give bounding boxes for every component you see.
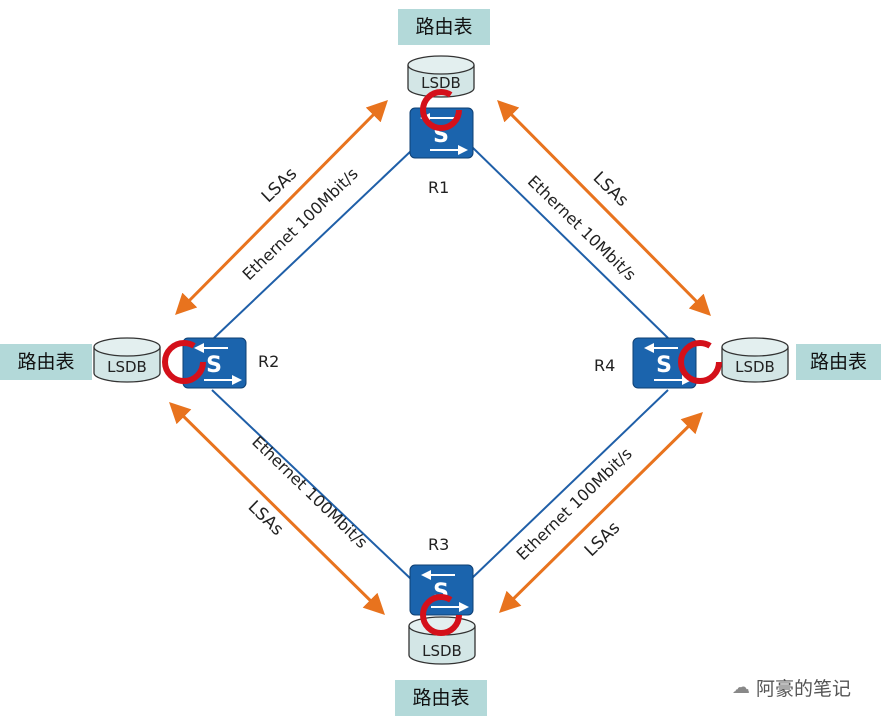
svg-text:S: S (433, 580, 449, 605)
lsdb-label-r1: LSDB (421, 74, 461, 92)
svg-text:S: S (206, 353, 222, 378)
lsas-label-r1-r2: LSAs (258, 164, 302, 207)
spf-cycle-r4-icon (678, 340, 722, 384)
routing-table-r1: 路由表 (398, 9, 490, 45)
lsa-arrow-r1-r2 (175, 100, 388, 315)
router-r3-icon[interactable]: S (409, 564, 474, 616)
wechat-icon: ☁ (731, 677, 750, 698)
lsdb-r2: LSDB (93, 337, 161, 383)
routing-table-r4: 路由表 (796, 344, 881, 380)
router-r3-label: R3 (428, 535, 450, 554)
link-label-r2-r3: Ethernet 100Mbit/s (248, 432, 371, 552)
lsa-arrow-r1-r4 (497, 100, 711, 316)
link-label-r3-r4: Ethernet 100Mbit/s (513, 444, 636, 564)
spf-cycle-r1-icon (420, 89, 462, 131)
lsas-label-r1-r4: LSAs (589, 168, 633, 211)
lsdb-label-r2: LSDB (107, 358, 147, 376)
routing-table-r2: 路由表 (0, 344, 92, 380)
watermark-text: 阿豪的笔记 (755, 678, 851, 700)
lsa-arrow-r2-r3 (169, 402, 385, 615)
link-r3-r4 (469, 389, 669, 581)
router-r1-label: R1 (428, 178, 450, 197)
lsdb-r1: LSDB (407, 55, 475, 98)
lsdb-label-r3: LSDB (422, 642, 462, 660)
watermark: ☁ 阿豪的笔记 (732, 674, 851, 701)
svg-text:S: S (656, 353, 672, 378)
lsdb-r4: LSDB (721, 337, 789, 383)
spf-cycle-r3-icon (420, 594, 462, 636)
link-label-r1-r2: Ethernet 100Mbit/s (239, 164, 362, 284)
router-r4-label: R4 (594, 356, 616, 375)
routing-table-r3: 路由表 (395, 680, 487, 716)
router-r4-icon[interactable]: S (632, 337, 697, 389)
spf-cycle-r2-icon (162, 340, 206, 384)
router-r1-icon[interactable]: S (409, 107, 474, 159)
lsdb-r3: LSDB (408, 616, 476, 665)
lsdb-label-r4: LSDB (735, 358, 775, 376)
lsas-label-r2-r3: LSAs (244, 497, 288, 540)
router-r2-label: R2 (258, 352, 280, 371)
lsa-arrow-r3-r4 (499, 412, 703, 613)
